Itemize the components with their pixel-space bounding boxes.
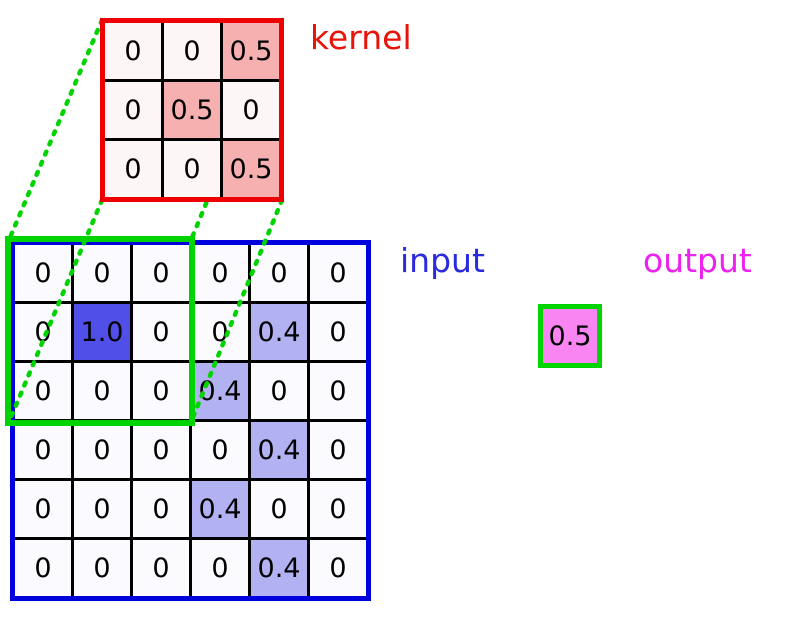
kernel-cell: 0 bbox=[164, 141, 220, 197]
input-cell: 1.0 bbox=[74, 304, 130, 360]
input-cell: 0 bbox=[251, 363, 307, 419]
kernel-cell: 0 bbox=[105, 141, 161, 197]
kernel-cell: 0 bbox=[105, 82, 161, 138]
kernel-cell: 0.5 bbox=[164, 82, 220, 138]
input-cell: 0 bbox=[192, 540, 248, 596]
output-cell: 0.5 bbox=[538, 304, 602, 368]
input-cell: 0.4 bbox=[192, 363, 248, 419]
kernel-cell: 0 bbox=[105, 23, 161, 79]
input-cell: 0 bbox=[133, 363, 189, 419]
kernel-cell: 0.5 bbox=[223, 141, 279, 197]
kernel-cell: 0.5 bbox=[223, 23, 279, 79]
input-cell: 0 bbox=[310, 363, 366, 419]
kernel-cell: 0 bbox=[164, 23, 220, 79]
input-cell: 0 bbox=[15, 304, 71, 360]
input-cell: 0 bbox=[15, 422, 71, 478]
input-cell: 0 bbox=[192, 304, 248, 360]
input-cell: 0 bbox=[15, 540, 71, 596]
input-cell: 0 bbox=[251, 245, 307, 301]
input-cell: 0 bbox=[74, 245, 130, 301]
kernel-cell: 0 bbox=[223, 82, 279, 138]
input-cell: 0 bbox=[15, 481, 71, 537]
input-cell: 0 bbox=[192, 422, 248, 478]
input-cell: 0 bbox=[74, 540, 130, 596]
output-label: output bbox=[643, 241, 752, 280]
kernel-label: kernel bbox=[310, 18, 412, 57]
input-cell: 0 bbox=[133, 304, 189, 360]
input-cell: 0 bbox=[192, 245, 248, 301]
input-cell: 0 bbox=[15, 363, 71, 419]
input-cell: 0 bbox=[133, 422, 189, 478]
output-value: 0.5 bbox=[548, 320, 592, 352]
input-cell: 0.4 bbox=[251, 540, 307, 596]
input-cell: 0 bbox=[74, 363, 130, 419]
input-cell: 0 bbox=[15, 245, 71, 301]
input-cell: 0 bbox=[133, 245, 189, 301]
input-cell: 0.4 bbox=[251, 304, 307, 360]
input-cell: 0 bbox=[310, 481, 366, 537]
input-cell: 0 bbox=[251, 481, 307, 537]
input-cell: 0.4 bbox=[192, 481, 248, 537]
input-cell: 0 bbox=[74, 481, 130, 537]
input-cell: 0 bbox=[133, 540, 189, 596]
input-cell: 0 bbox=[74, 422, 130, 478]
input-cell: 0 bbox=[133, 481, 189, 537]
input-cell: 0 bbox=[310, 304, 366, 360]
input-cell: 0 bbox=[310, 422, 366, 478]
projection-line-top-left bbox=[6, 17, 105, 243]
input-cell: 0.4 bbox=[251, 422, 307, 478]
input-cell: 0 bbox=[310, 540, 366, 596]
input-label: input bbox=[400, 241, 485, 280]
input-cell: 0 bbox=[310, 245, 366, 301]
